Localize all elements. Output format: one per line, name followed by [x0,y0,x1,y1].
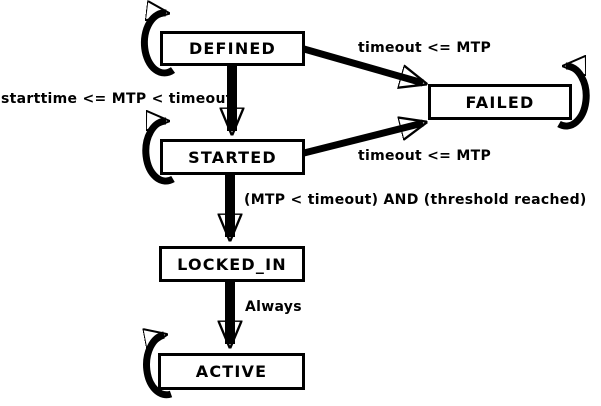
edge-label-locked-in-active: Always [245,299,302,315]
self-loop-started-arrow [142,121,175,185]
state-failed-label: FAILED [465,92,535,112]
state-failed: FAILED [428,84,572,120]
state-started-label: STARTED [188,147,277,167]
edge-label-started-failed: timeout <= MTP [358,148,492,164]
state-active: ACTIVE [158,353,305,390]
edge-label-defined-started: starttime <= MTP < timeout [1,91,233,107]
edge-started-failed-arrow [303,123,423,157]
self-loop-active-arrow [147,335,173,399]
state-locked-in: LOCKED_IN [159,246,305,282]
self-loop-failed-arrow [557,66,590,130]
self-loop-defined-arrow [140,13,176,77]
state-locked-in-label: LOCKED_IN [177,254,287,274]
state-started: STARTED [160,139,305,175]
edge-label-started-locked-in: (MTP < timeout) AND (threshold reached) [244,192,587,208]
edge-label-defined-failed: timeout <= MTP [358,40,492,56]
state-defined-label: DEFINED [188,39,277,58]
state-defined: DEFINED [160,31,305,66]
edge-defined-failed-arrow [303,45,423,83]
state-active-label: ACTIVE [195,362,268,381]
